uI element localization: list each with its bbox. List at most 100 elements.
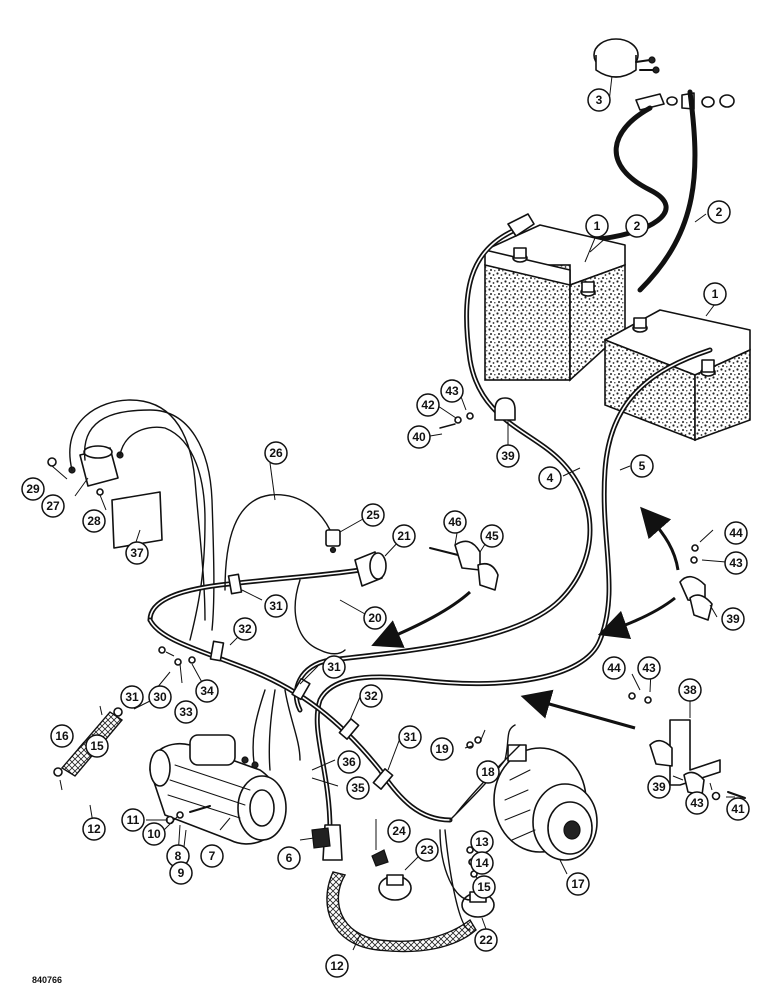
callout-21: 21 [392,524,416,548]
starter-wires [252,689,301,771]
svg-text:1: 1 [594,219,601,233]
svg-text:43: 43 [642,661,656,675]
callout-5: 5 [630,454,654,478]
svg-text:32: 32 [238,622,252,636]
callout-32a: 32 [233,617,257,641]
callout-23: 23 [415,838,439,862]
svg-text:43: 43 [729,556,743,570]
svg-text:22: 22 [479,933,493,947]
callout-12a: 12 [82,817,106,841]
callout-15a: 15 [85,734,109,758]
callout-19: 19 [430,737,454,761]
relay-plate [111,491,163,549]
callout-37: 37 [125,541,149,565]
svg-text:33: 33 [179,705,193,719]
svg-text:15: 15 [90,739,104,753]
bracket-38 [628,692,746,801]
svg-text:13: 13 [475,835,489,849]
callout-22: 22 [474,928,498,952]
callout-35: 35 [346,776,370,800]
callout-43a: 43 [440,379,464,403]
callout-18: 18 [476,760,500,784]
svg-text:23: 23 [420,843,434,857]
battery-front [604,309,751,442]
svg-text:39: 39 [652,780,666,794]
svg-text:43: 43 [445,384,459,398]
svg-text:28: 28 [87,514,101,528]
svg-text:18: 18 [481,765,495,779]
callout-6: 6 [277,846,301,870]
callout-44a: 44 [724,521,748,545]
callout-9: 9 [169,861,193,885]
svg-text:8: 8 [175,849,182,863]
callouts: 1 1 2 2 3 4 5 6 7 8 9 10 11 12 12 13 14 … [21,88,750,978]
figure-id: 840766 [32,975,62,985]
callout-28: 28 [82,509,106,533]
cable-terminal-4 [507,213,535,237]
callout-20: 20 [363,606,387,630]
callout-26: 26 [264,441,288,465]
svg-text:12: 12 [87,822,101,836]
callout-43d: 43 [685,791,709,815]
svg-text:4: 4 [547,471,554,485]
callout-41: 41 [726,797,750,821]
cable-clip-39-upper [439,397,516,429]
callout-14: 14 [470,851,494,875]
svg-text:16: 16 [55,729,69,743]
callout-1b: 1 [703,282,727,306]
callout-24: 24 [387,819,411,843]
callout-45: 45 [480,524,504,548]
callout-39c: 39 [647,775,671,799]
svg-text:34: 34 [200,684,214,698]
callout-2b: 2 [707,200,731,224]
svg-text:36: 36 [342,755,356,769]
alternator [493,744,598,861]
callout-31a: 31 [264,594,288,618]
callout-2a: 2 [625,214,649,238]
callout-11: 11 [121,808,145,832]
callout-42: 42 [416,393,440,417]
battery-disconnect-switch [593,38,660,78]
svg-text:44: 44 [607,661,621,675]
callout-10: 10 [142,822,166,846]
switch-25 [325,529,341,554]
svg-text:21: 21 [397,529,411,543]
svg-text:41: 41 [731,802,745,816]
svg-text:25: 25 [366,508,380,522]
svg-text:26: 26 [269,446,283,460]
callout-43b: 43 [724,551,748,575]
svg-text:20: 20 [368,611,382,625]
callout-38: 38 [678,678,702,702]
callout-12b: 12 [325,954,349,978]
callout-36: 36 [337,750,361,774]
callout-43c: 43 [637,656,661,680]
svg-text:2: 2 [716,205,723,219]
main-wiring-harness [147,567,453,823]
callout-29: 29 [21,477,45,501]
clamp-assembly-45 [429,540,499,591]
svg-text:5: 5 [639,459,646,473]
svg-text:38: 38 [683,683,697,697]
battery-cable-5 [314,347,713,833]
svg-text:31: 31 [403,730,417,744]
svg-text:31: 31 [269,599,283,613]
callout-13: 13 [470,830,494,854]
callout-31d: 31 [398,725,422,749]
callout-15b: 15 [472,875,496,899]
callout-39a: 39 [496,444,520,468]
harness-fasteners [158,646,196,666]
sender-wire-26 [224,494,331,591]
callout-31b: 31 [120,685,144,709]
svg-text:9: 9 [178,866,185,880]
ground-wire-20 [294,579,346,655]
sender-23 [378,874,412,901]
svg-text:39: 39 [726,612,740,626]
callout-3: 3 [587,88,611,112]
callout-33: 33 [174,700,198,724]
svg-text:7: 7 [209,849,216,863]
svg-text:1: 1 [712,287,719,301]
svg-text:46: 46 [448,515,462,529]
svg-text:35: 35 [351,781,365,795]
svg-text:17: 17 [571,877,585,891]
